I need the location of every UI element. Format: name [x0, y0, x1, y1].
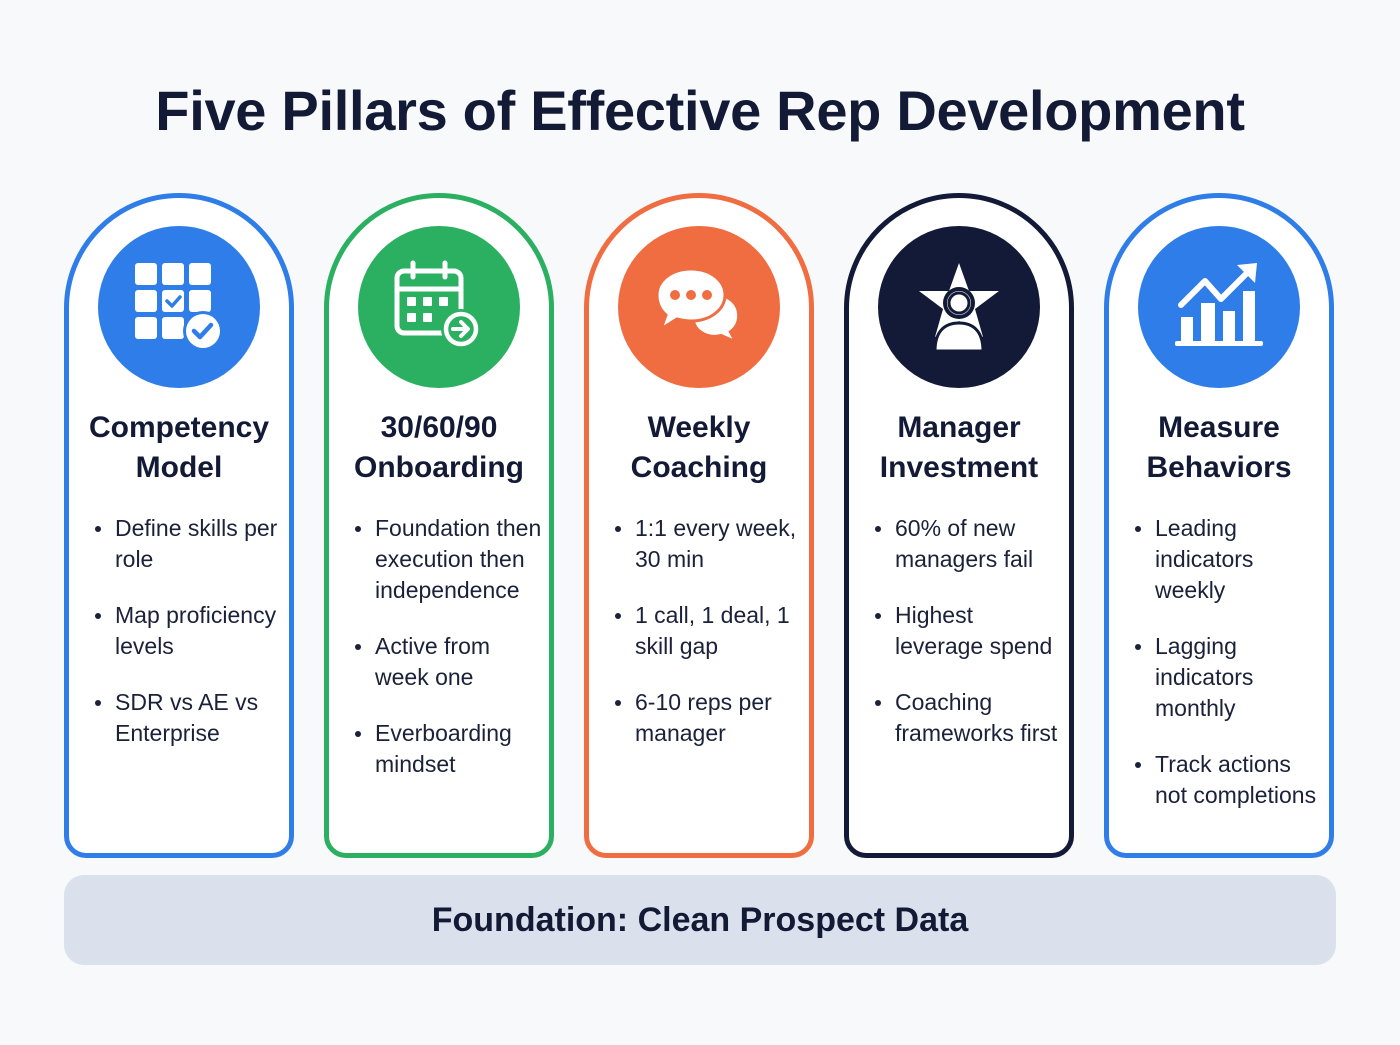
list-item: SDR vs AE vs Enterprise: [91, 687, 283, 749]
foundation-bar: Foundation: Clean Prospect Data: [64, 875, 1336, 965]
pillar-heading: Weekly Coaching: [630, 411, 768, 484]
pillar-weekly-coaching: Weekly Coaching 1:1 every week, 30 min 1…: [584, 193, 814, 858]
pillar-bullet-list: Define skills per role Map proficiency l…: [91, 513, 283, 774]
list-item: Track actions not completions: [1131, 749, 1323, 811]
pillar-bullet-list: Leading indicators weekly Lagging indica…: [1131, 513, 1323, 836]
pillar-onboarding: 30/60/90 Onboarding Foundation then exec…: [324, 193, 554, 858]
foundation-label: Foundation: Clean Prospect Data: [431, 900, 969, 939]
list-item: Highest leverage spend: [871, 600, 1063, 662]
pillar-heading: Measure Behaviors: [1146, 411, 1292, 484]
pillar-heading: Competency Model: [88, 411, 270, 484]
list-item: Coaching frameworks first: [871, 687, 1063, 749]
pillar-manager-investment: Manager Investment 60% of new managers f…: [844, 193, 1074, 858]
pillar-heading: Manager Investment: [879, 411, 1039, 484]
list-item: Foundation then execution then independe…: [351, 513, 543, 606]
growth-chart-icon: [1138, 226, 1300, 388]
list-item: Map proficiency levels: [91, 600, 283, 662]
pillar-bullet-list: 1:1 every week, 30 min 1 call, 1 deal, 1…: [611, 513, 803, 774]
pillar-measure-behaviors: Measure Behaviors Leading indicators wee…: [1104, 193, 1334, 858]
calendar-arrow-icon: [358, 226, 520, 388]
list-item: Active from week one: [351, 631, 543, 693]
list-item: 6-10 reps per manager: [611, 687, 803, 749]
pillar-bullet-list: Foundation then execution then independe…: [351, 513, 543, 805]
chat-bubbles-icon: [618, 226, 780, 388]
page-title: Five Pillars of Effective Rep Developmen…: [155, 79, 1245, 142]
list-item: 1 call, 1 deal, 1 skill gap: [611, 600, 803, 662]
list-item: 60% of new managers fail: [871, 513, 1063, 575]
pillar-bullet-list: 60% of new managers fail Highest leverag…: [871, 513, 1063, 774]
pillar-competency-model: Competency Model Define skills per role …: [64, 193, 294, 858]
list-item: 1:1 every week, 30 min: [611, 513, 803, 575]
star-person-icon: [878, 226, 1040, 388]
grid-checklist-icon: [98, 226, 260, 388]
list-item: Leading indicators weekly: [1131, 513, 1323, 606]
list-item: Define skills per role: [91, 513, 283, 575]
list-item: Everboarding mindset: [351, 718, 543, 780]
pillar-heading: 30/60/90 Onboarding: [354, 411, 524, 484]
list-item: Lagging indicators monthly: [1131, 631, 1323, 724]
